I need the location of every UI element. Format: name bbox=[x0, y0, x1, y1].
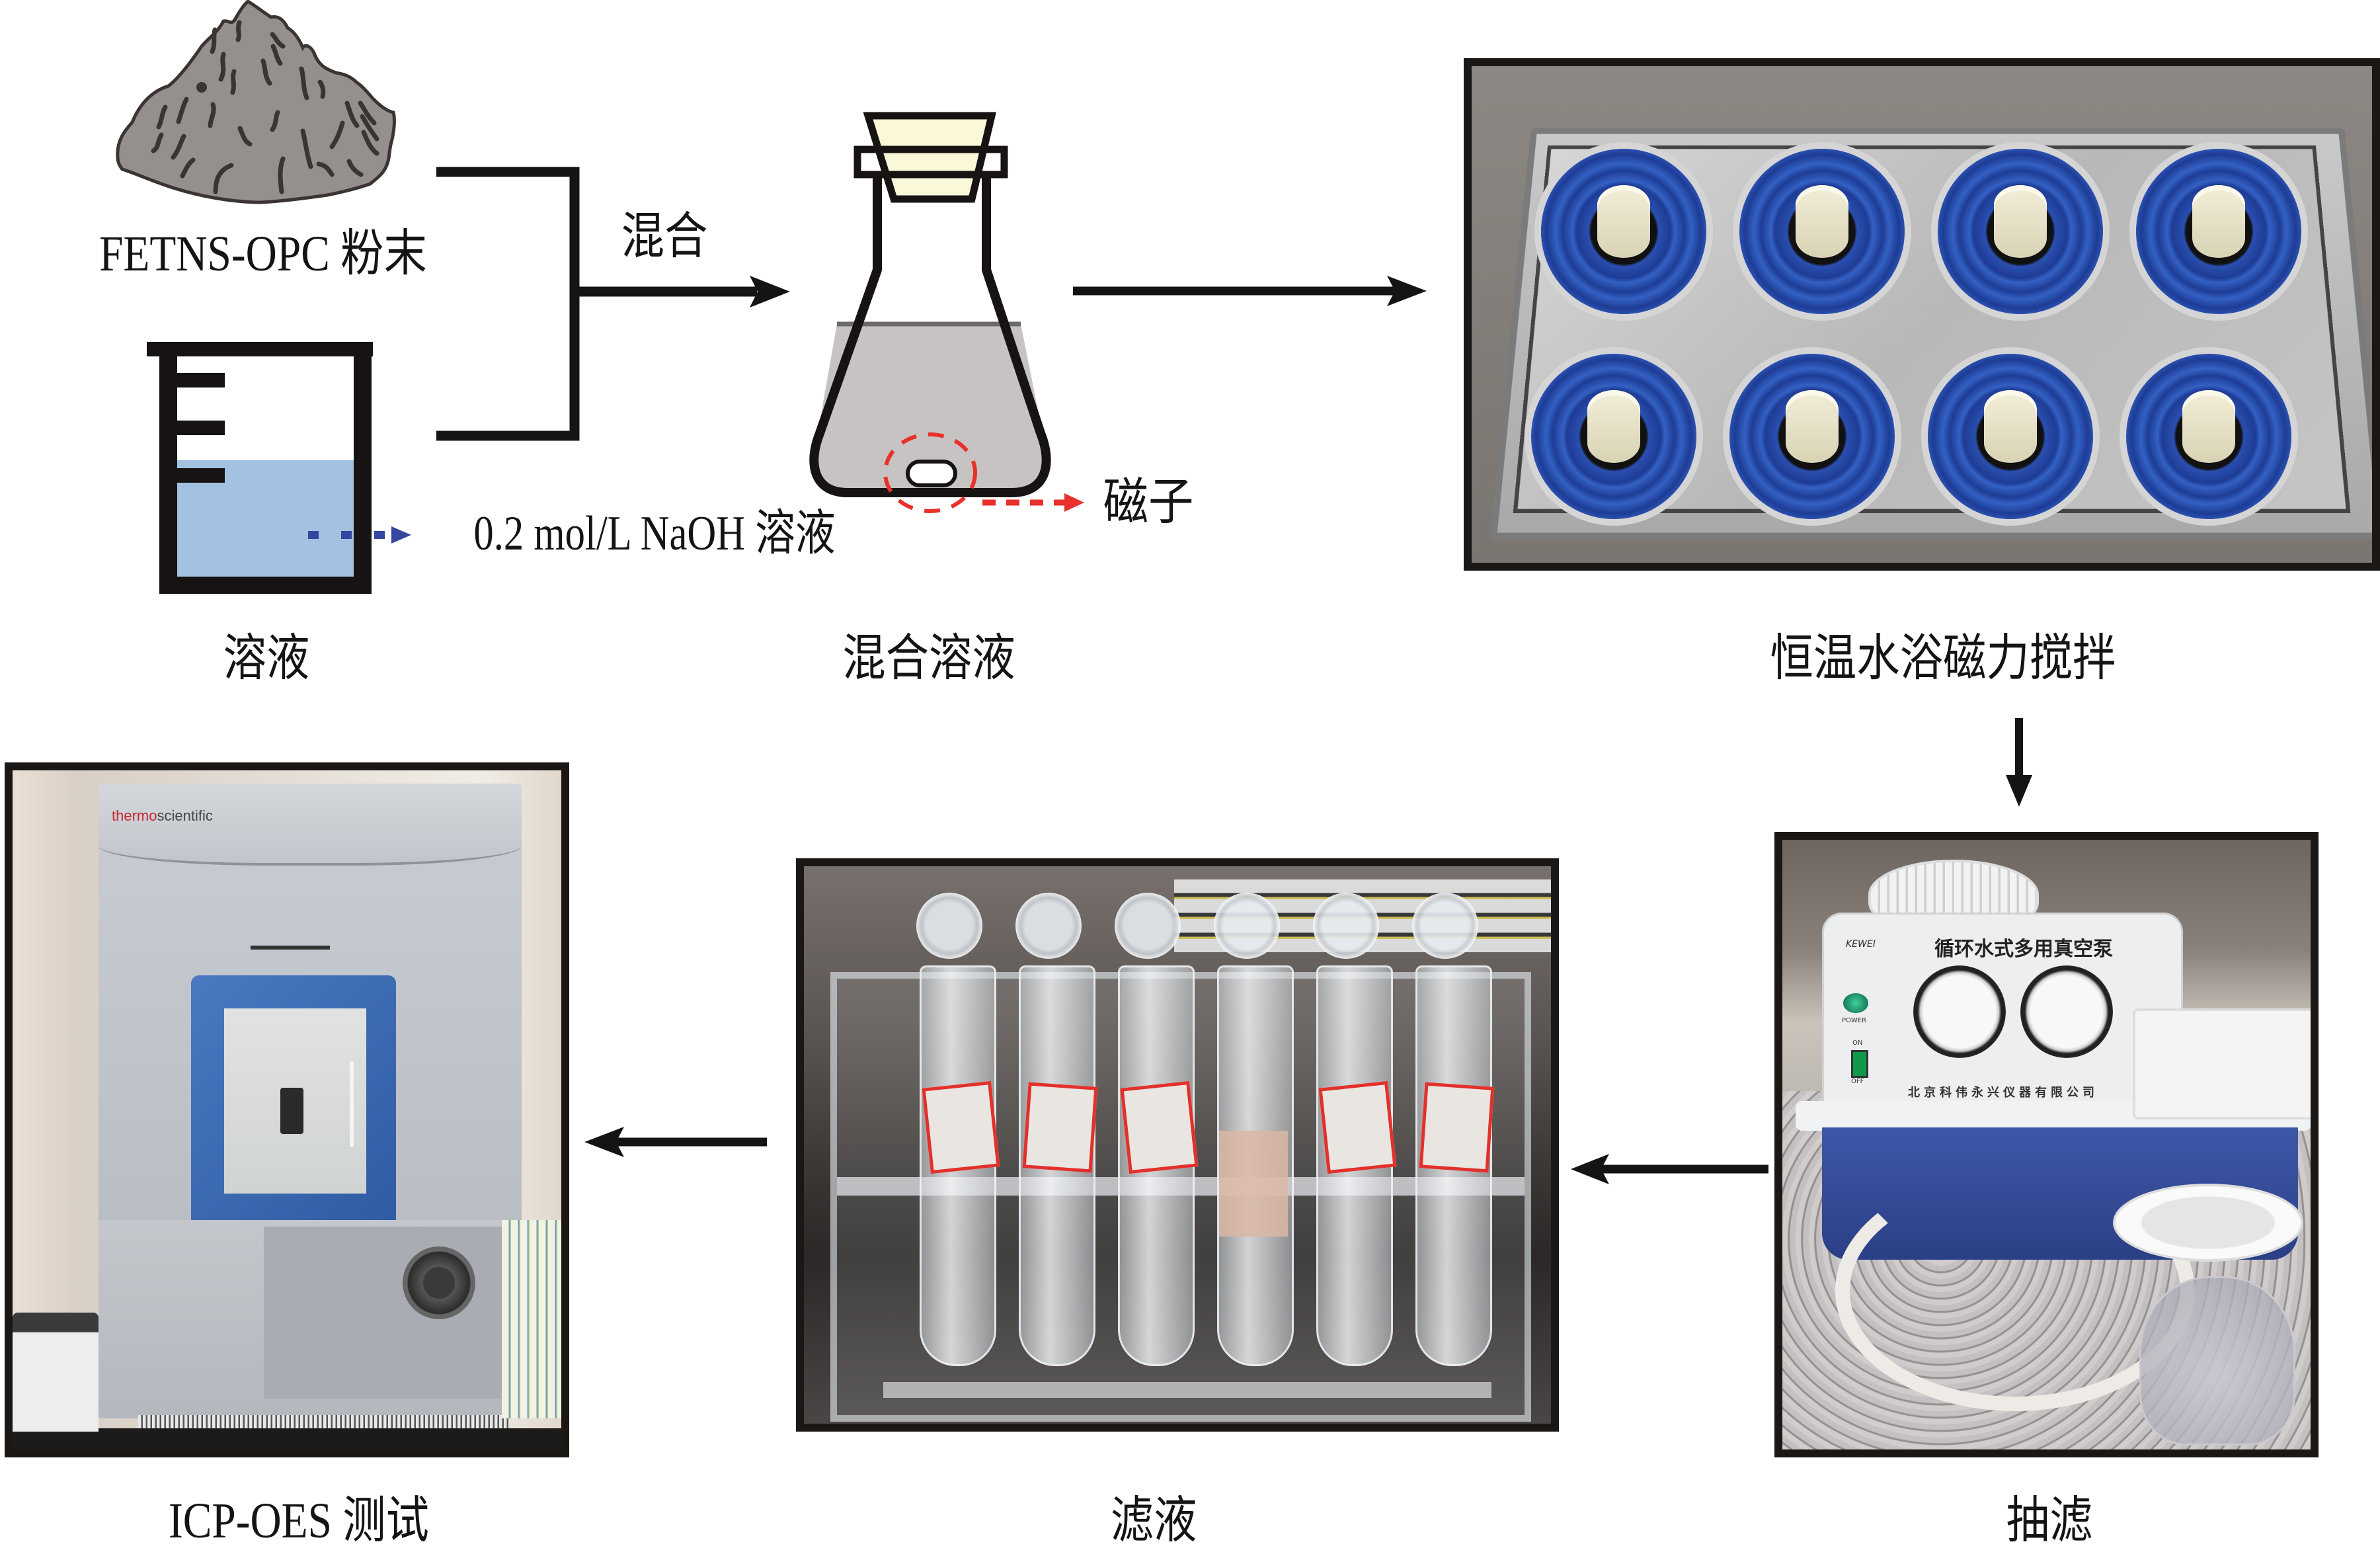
tube-tape bbox=[1219, 1131, 1288, 1237]
beaker-tick bbox=[177, 421, 225, 435]
tube-label bbox=[1022, 1082, 1098, 1173]
flask-body bbox=[809, 177, 1051, 497]
beaker-right-wall bbox=[354, 350, 372, 594]
beaker-tick bbox=[177, 468, 225, 483]
tube-label bbox=[922, 1080, 1000, 1174]
pressure-gauge-right bbox=[2020, 965, 2113, 1058]
vacuum-pump-filtration-photo: 循环水式多用真空泵 KEWEI POWER ON OFF 北京科伟永兴仪器有限公… bbox=[1774, 832, 2319, 1457]
tube-cap bbox=[1115, 893, 1181, 959]
door-handle bbox=[350, 1061, 354, 1147]
power-indicator bbox=[1843, 993, 1868, 1013]
flask-liquid bbox=[814, 324, 1046, 488]
pressure-gauge-left bbox=[1913, 965, 2006, 1058]
beaker-tick bbox=[177, 373, 225, 387]
icp-label: ICP-OES 测试 bbox=[168, 1493, 430, 1548]
solution-label: 溶液 bbox=[223, 631, 310, 686]
bench bbox=[13, 1428, 561, 1449]
flask-neck-ring bbox=[853, 145, 1008, 179]
arrow-to-filtrate bbox=[1571, 1154, 1768, 1184]
brand-logo: thermoscientific bbox=[112, 807, 213, 825]
merge-bracket-arrow bbox=[436, 167, 790, 441]
arrow-to-filtration bbox=[2006, 718, 2032, 807]
magnet-pointer-head bbox=[1064, 493, 1084, 512]
brand-thermo: thermo bbox=[112, 807, 157, 824]
pump-title: 循环水式多用真空泵 bbox=[1934, 938, 2113, 961]
naoh-annotation: 0.2 mol/L NaOH 溶液 bbox=[473, 507, 836, 561]
stirrer-stopper bbox=[2182, 390, 2235, 463]
stirrer-stopper bbox=[2192, 185, 2245, 258]
icp-oes-instrument-photo: thermoscientific bbox=[5, 762, 569, 1457]
filter-flask bbox=[2139, 1276, 2295, 1446]
pump-tray bbox=[2133, 1008, 2311, 1120]
door-viewport bbox=[280, 1088, 303, 1134]
erlenmeyer-flask-icon bbox=[809, 112, 1084, 513]
powder-pile-icon bbox=[116, 0, 396, 204]
stirring-label: 恒温水浴磁力搅拌 bbox=[1770, 631, 2116, 686]
naoh-pointer-arrow bbox=[308, 526, 411, 544]
peristaltic-pump bbox=[403, 1246, 475, 1319]
tube-cap bbox=[1214, 893, 1280, 959]
magnet-annotation: 磁子 bbox=[1103, 475, 1194, 530]
powder-texture bbox=[151, 20, 379, 194]
pump-brand: KEWEI bbox=[1846, 939, 1876, 950]
pump-maker: 北京科伟永兴仪器有限公司 bbox=[1908, 1086, 2098, 1100]
stirrer-stopper bbox=[1587, 390, 1640, 463]
stirrer-stopper bbox=[1994, 185, 2047, 258]
brand-scientific: scientific bbox=[157, 807, 213, 824]
stirrer-stopper bbox=[1786, 390, 1839, 463]
checkered-cloth bbox=[502, 1220, 561, 1418]
beaker-rim bbox=[147, 342, 373, 356]
powder-dot bbox=[196, 82, 207, 93]
arrow-to-stirrer bbox=[1073, 276, 1427, 306]
status-indicators bbox=[251, 946, 330, 950]
instrument-base-vent bbox=[138, 1415, 508, 1428]
power-text: POWER bbox=[1842, 1017, 1867, 1024]
filtrate-label: 滤液 bbox=[1110, 1493, 1197, 1548]
beaker-left-wall bbox=[159, 350, 177, 594]
buchner-funnel bbox=[2113, 1184, 2303, 1262]
tube-cap bbox=[1313, 893, 1379, 959]
stirrer-stopper bbox=[1796, 185, 1848, 258]
tube-label bbox=[1419, 1082, 1495, 1173]
tube-cap bbox=[916, 893, 982, 959]
tube-cap bbox=[1015, 893, 1082, 959]
filtrate-tubes-photo bbox=[796, 858, 1559, 1432]
centrifuge bbox=[13, 1313, 99, 1432]
tube-label bbox=[1120, 1080, 1199, 1174]
mix-arrow-label: 混合 bbox=[621, 209, 708, 265]
mixed-solution-label: 混合溶液 bbox=[842, 631, 1015, 686]
instrument-top-band bbox=[99, 784, 522, 866]
off-text: OFF bbox=[1851, 1078, 1864, 1085]
power-switch bbox=[1851, 1050, 1868, 1078]
magnet-highlight-circle bbox=[883, 432, 977, 513]
filtration-label: 抽滤 bbox=[2006, 1493, 2093, 1548]
stirrer-stopper bbox=[1597, 185, 1650, 258]
stirrer-stopper bbox=[1984, 390, 2037, 463]
on-text: ON bbox=[1852, 1039, 1863, 1047]
beaker-icon bbox=[147, 342, 373, 594]
stir-bar bbox=[906, 460, 957, 487]
tube-cap bbox=[1412, 893, 1478, 959]
arrow-to-icp bbox=[584, 1127, 767, 1157]
water-bath-magnetic-stirrer-photo bbox=[1464, 58, 2380, 571]
powder-label: FETNS-OPC 粉末 bbox=[99, 226, 427, 282]
sample-compartment bbox=[264, 1227, 502, 1399]
beaker-bottom bbox=[159, 577, 372, 594]
tube-label bbox=[1318, 1080, 1397, 1174]
rack-base bbox=[883, 1382, 1491, 1398]
